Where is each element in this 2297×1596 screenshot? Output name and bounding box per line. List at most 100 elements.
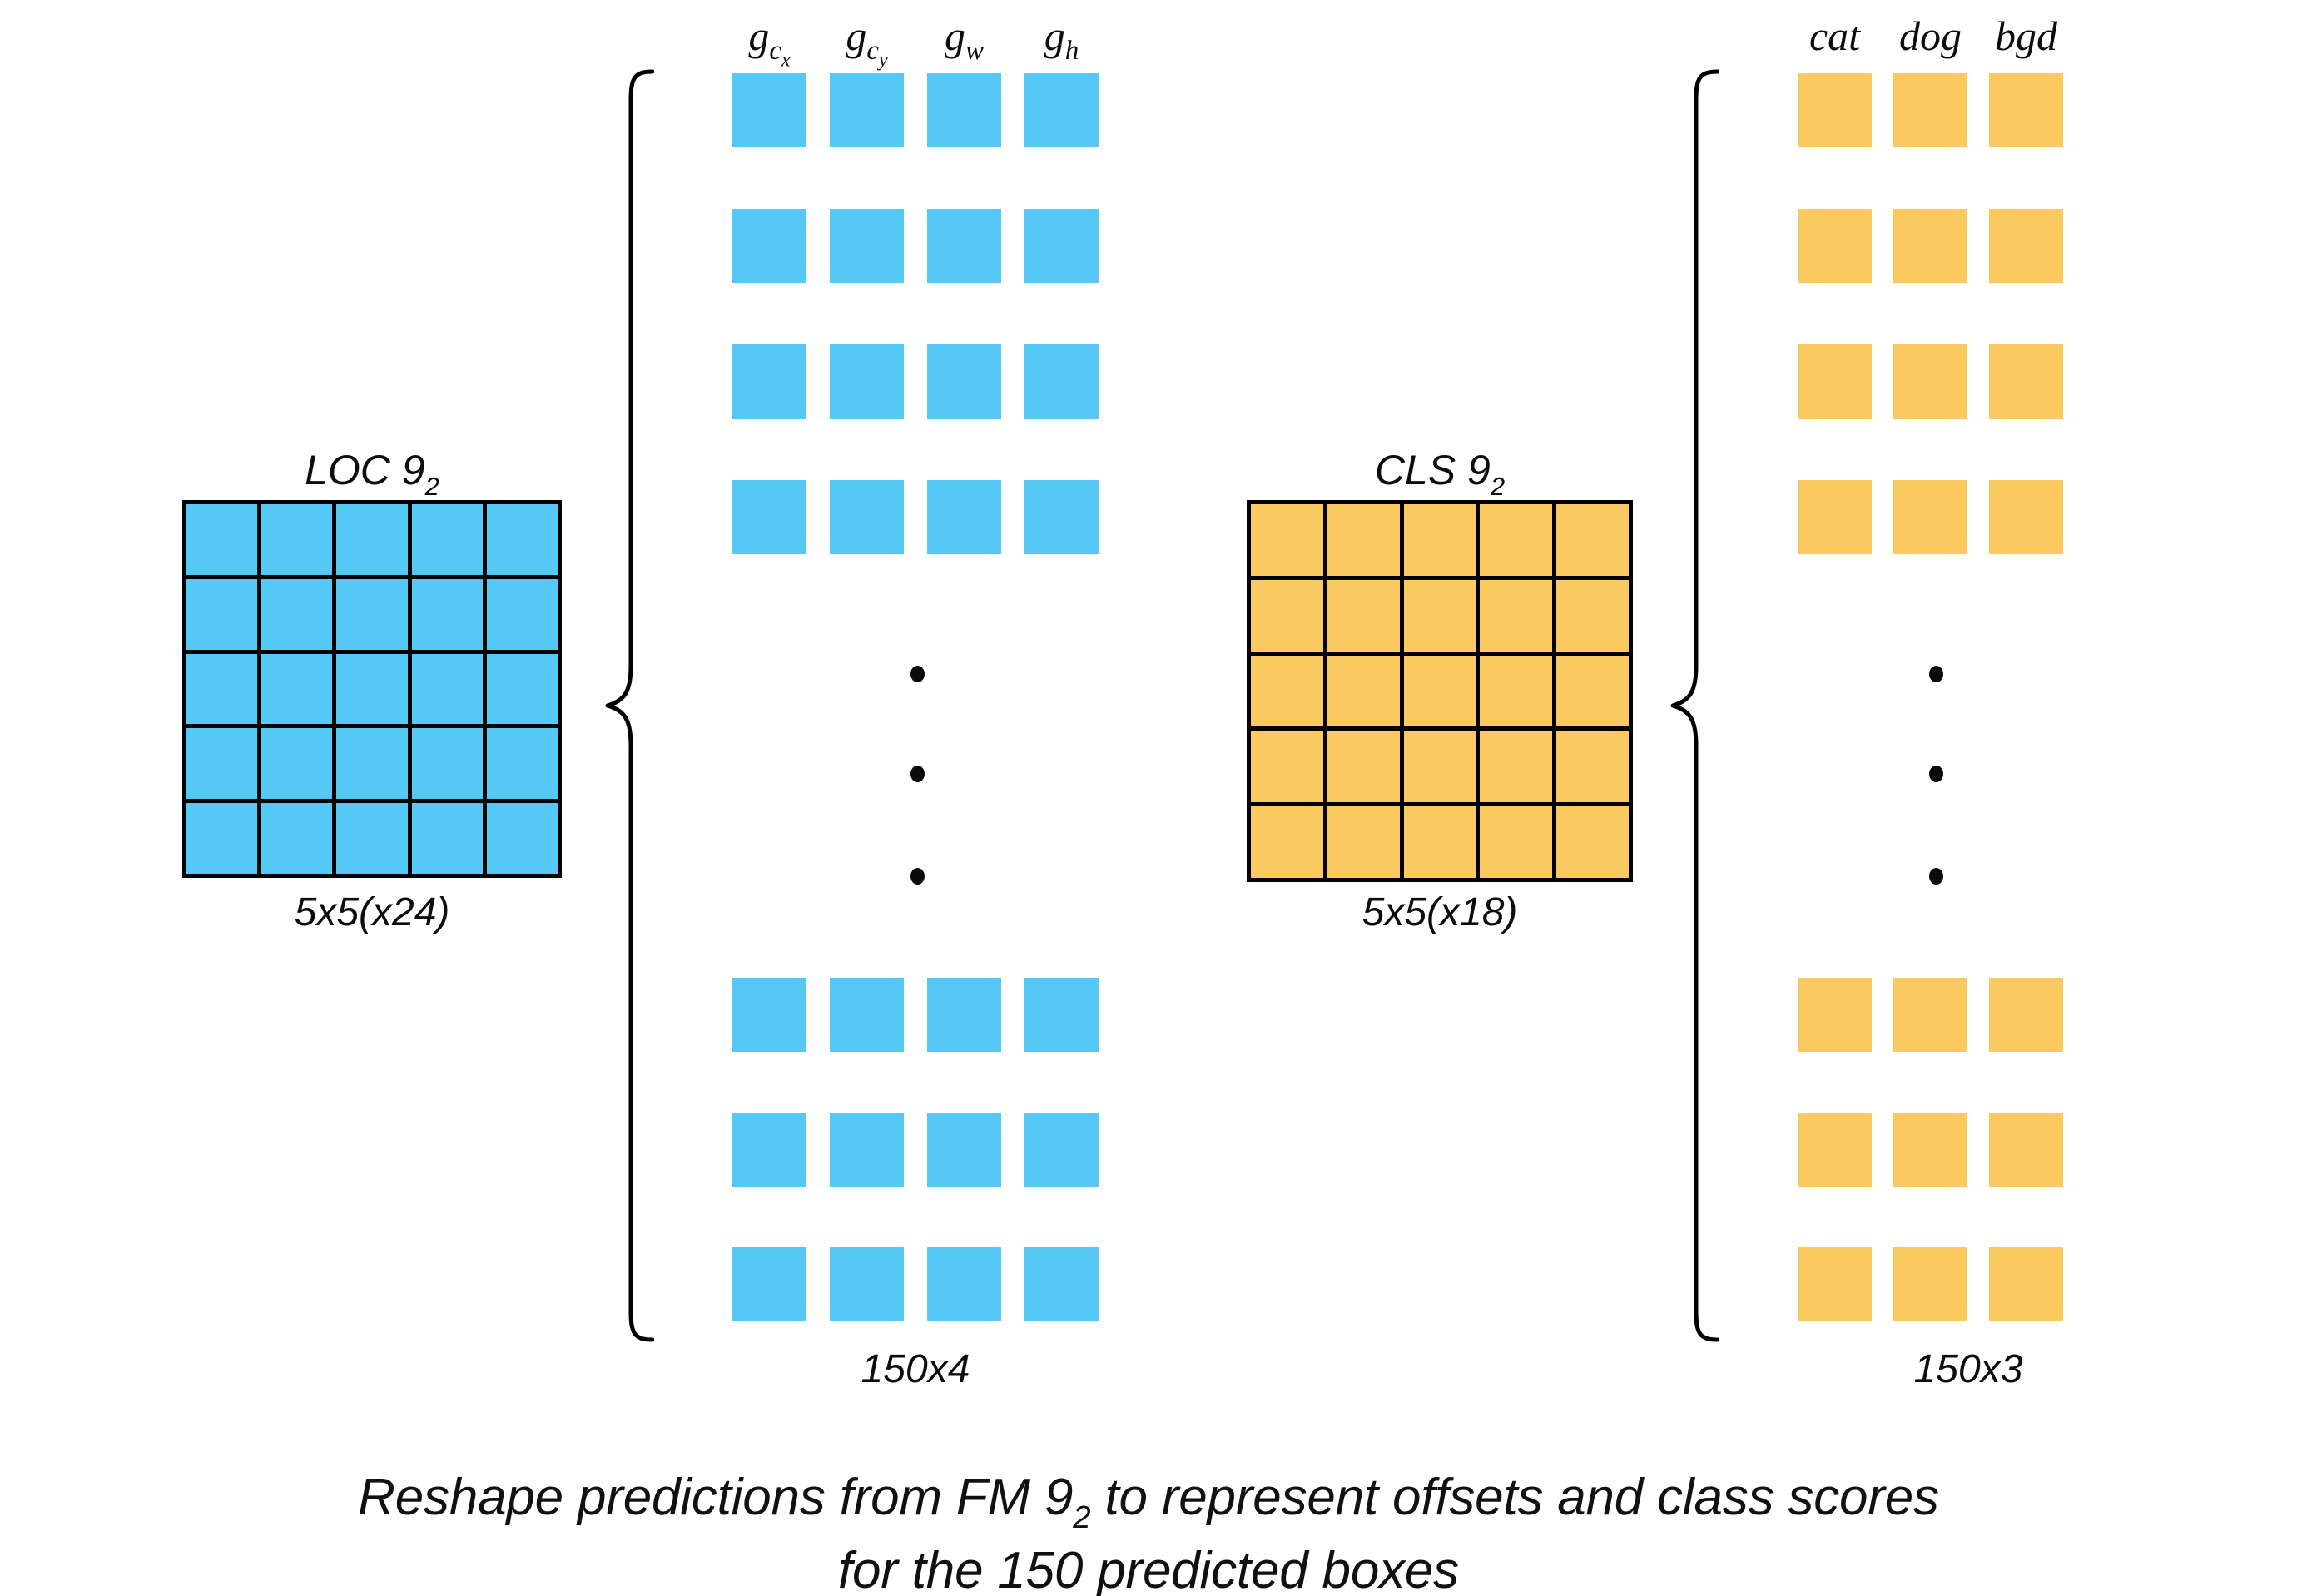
cls-grid-cell — [1327, 731, 1404, 807]
loc-ellipsis-dot — [910, 766, 925, 782]
loc-reshaped-cell — [830, 73, 904, 147]
cls-grid-cell — [1251, 655, 1327, 731]
loc-column-header-gw: gw — [927, 15, 1001, 65]
cls-reshaped-cell — [1989, 1113, 2063, 1187]
loc-grid-cell — [261, 728, 337, 804]
cls-reshaped-cell — [1798, 344, 1872, 419]
loc-grid-cell — [411, 578, 487, 654]
cls-grid-cell — [1480, 579, 1557, 656]
cls-grid-cell — [1556, 579, 1633, 656]
loc-reshaped-cell — [732, 1247, 806, 1321]
loc-grid-cell — [411, 728, 487, 804]
cls-grid-cell — [1556, 655, 1633, 731]
cls-reshaped-cell — [1893, 1113, 1967, 1187]
loc-grid-cell — [411, 653, 487, 729]
loc-reshaped-cell — [732, 480, 806, 554]
loc-column-header-gcy-base: g — [846, 12, 867, 59]
loc-feature-map-title: LOC 92 — [182, 449, 562, 499]
cls-reshaped-cell — [1893, 344, 1967, 419]
cls-reshaped-cell — [1893, 209, 1967, 283]
loc-grid-cell — [186, 803, 262, 878]
loc-column-header-gw-base: g — [944, 12, 965, 59]
loc-grid-cell — [261, 653, 337, 729]
loc-reshaped-cell — [927, 978, 1001, 1052]
loc-reshaped-cell — [732, 344, 806, 419]
cls-ellipsis-dot — [1929, 868, 1943, 885]
loc-grid-cell — [186, 578, 262, 654]
cls-brace — [1666, 67, 1719, 1345]
loc-grid-cell — [336, 728, 412, 804]
loc-reshaped-cell — [1024, 1113, 1099, 1187]
figure-caption: Reshape predictions from FM 92 to repres… — [0, 1465, 2297, 1596]
loc-grid-cell — [411, 504, 487, 579]
cls-grid-cell — [1251, 579, 1327, 656]
loc-grid-cell — [186, 504, 262, 579]
loc-grid-cell — [261, 578, 337, 654]
loc-feature-map-size-caption: 5x5(x24) — [294, 890, 450, 934]
loc-brace — [601, 67, 654, 1345]
loc-grid-cell — [336, 803, 412, 878]
cls-column-header-dog-text: dog — [1899, 12, 1962, 59]
cls-grid-cell — [1403, 806, 1481, 882]
cls-grid-cell — [1251, 806, 1327, 882]
loc-grid-cell — [186, 728, 262, 804]
cls-ellipsis-dot — [1929, 666, 1943, 682]
cls-feature-map-grid — [1247, 500, 1633, 882]
loc-reshaped-cell — [1024, 480, 1099, 554]
cls-reshaped-cell — [1989, 344, 2063, 419]
loc-reshaped-cell — [927, 480, 1001, 554]
loc-column-header-gw-sub: w — [965, 36, 984, 67]
cls-reshaped-cell — [1989, 480, 2063, 554]
cls-reshaped-cell — [1798, 73, 1872, 147]
cls-grid-cell — [1251, 731, 1327, 807]
cls-reshaped-cell — [1893, 1247, 1967, 1321]
cls-reshaped-cell — [1798, 1113, 1872, 1187]
cls-grid-cell — [1480, 806, 1557, 882]
loc-grid-cell — [336, 653, 412, 729]
cls-grid-cell — [1327, 655, 1404, 731]
loc-reshaped-cell — [830, 344, 904, 419]
loc-reshaped-cell — [830, 480, 904, 554]
cls-grid-cell — [1327, 579, 1404, 656]
cls-grid-cell — [1327, 504, 1404, 580]
loc-feature-map-grid — [182, 500, 562, 878]
loc-reshaped-cell — [1024, 344, 1099, 419]
loc-column-header-gcx-sub: c — [769, 36, 782, 67]
loc-column-header-gcy-sub: c — [866, 36, 880, 67]
figure-caption-line-1: Reshape predictions from FM 92 to repres… — [0, 1465, 2297, 1538]
loc-reshaped-cell — [927, 1113, 1001, 1187]
cls-reshaped-cell — [1798, 209, 1872, 283]
loc-reshaped-cell — [830, 978, 904, 1052]
loc-reshaped-cell — [732, 978, 806, 1052]
loc-grid-cell — [336, 504, 412, 579]
loc-column-header-gh: gh — [1024, 15, 1099, 65]
loc-grid-cell — [261, 803, 337, 878]
loc-reshaped-cell — [830, 1247, 904, 1321]
loc-reshaped-cell — [927, 1247, 1001, 1321]
cls-reshaped-cell — [1989, 1247, 2063, 1321]
loc-reshaped-cell — [732, 1113, 806, 1187]
cls-feature-map-title-subscript: 2 — [1490, 472, 1506, 502]
cls-grid-cell — [1556, 731, 1633, 807]
cls-grid-cell — [1403, 504, 1481, 580]
cls-ellipsis-dot — [1929, 766, 1943, 782]
loc-grid-cell — [486, 803, 562, 878]
loc-column-header-gh-base: g — [1044, 12, 1065, 59]
cls-grid-cell — [1556, 806, 1633, 882]
loc-reshaped-cell — [1024, 73, 1099, 147]
figure-caption-line-1-pre: Reshape predictions from FM 9 — [358, 1469, 1074, 1526]
loc-reshaped-cell — [732, 73, 806, 147]
loc-column-header-gh-sub: h — [1064, 36, 1079, 67]
loc-column-header-gcx-base: g — [748, 12, 770, 59]
cls-column-header-bgd: bgd — [1989, 15, 2063, 57]
loc-reshaped-cell — [927, 209, 1001, 283]
loc-column-header-gcy-sub2: y — [879, 49, 888, 72]
loc-column-header-gcy: gcy — [830, 15, 904, 72]
loc-grid-cell — [411, 803, 487, 878]
loc-reshaped-cell — [830, 209, 904, 283]
loc-reshaped-shape-caption: 150x4 — [861, 1347, 970, 1391]
figure-caption-line-1-subscript: 2 — [1073, 1499, 1091, 1536]
cls-reshaped-cell — [1893, 480, 1967, 554]
cls-reshaped-cell — [1893, 73, 1967, 147]
